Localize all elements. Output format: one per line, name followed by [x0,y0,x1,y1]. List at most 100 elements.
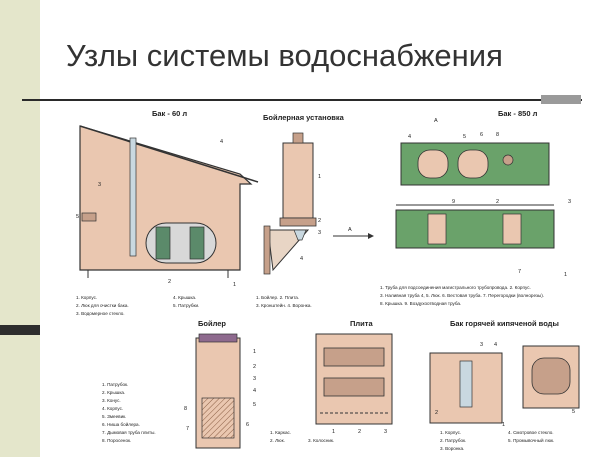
boiler-unit-heading: Бойлерная установка [263,113,345,122]
boiler-unit-num-4: 4 [300,256,303,262]
tank850-baffle-1 [427,213,447,245]
boiler-legend-6: 6. Ниша бойлера. [102,421,140,427]
tank850-baffle-2 [502,213,522,245]
water-supply-diagram: Бак - 60 л 4 3 5 2 1 1. Корпус. 2. Люк д… [76,109,580,451]
tank850-hatch-4 [417,149,449,179]
hot-water-tank-diagram: Бак горячей кипяченой воды 3 4 2 1 5 1. … [429,319,580,451]
tank60-num-2: 2 [168,279,171,285]
left-accent-strip [0,0,40,457]
view-arrow-label: А [348,227,352,233]
tank850-num-5: 5 [463,134,466,140]
tank850-view-label: А [434,118,438,124]
title-divider [22,99,582,101]
boiler-num-7: 7 [186,426,189,432]
tank60-hatch-clamp-left [155,226,171,260]
tank60-gauge-glass [129,137,137,257]
tank850-legend-1: 1. Труба для подсоединения магистральног… [380,285,531,290]
tank850-num-3: 3 [568,199,571,205]
view-arrow-head [368,233,374,239]
stove-num-1: 1 [332,429,335,435]
stove-legend-3: 3. Колосник. [308,438,334,443]
tank60-legend-5: 5. Патрубки. [173,303,199,308]
boiler-unit-boiler [282,142,314,219]
boiler-num-6: 6 [246,422,249,428]
tank60-num-3: 3 [98,182,101,188]
boiler-legend-1: 1. Патрубок. [102,382,128,387]
boiler-unit-num-3: 3 [318,230,321,236]
stove-num-2: 2 [358,429,361,435]
tank850-legend-2: 3. Наливная труба 4, 5. Люк. 6. Вестовая… [380,293,544,298]
boiler-unit-num-2: 2 [318,218,321,224]
stove-heading: Плита [350,319,373,328]
tank60-num-5: 5 [76,214,79,220]
view-arrow: А [333,227,374,239]
slide-title: Узлы системы водоснабжения [66,38,503,73]
tank60-legend-2: 2. Люк для очистки бака. [76,303,129,308]
stove-legend-1: 1. Каркас. [270,430,291,435]
tank60-lid [79,125,259,183]
boiler-legend-4: 4. Корпус. [102,406,123,411]
tank850-num-9: 9 [452,199,455,205]
boiler-diagram: Бойлер 1 2 3 4 5 6 7 8 1. Патрубок. 2. К… [102,319,256,449]
hot-tank-legend-4: 4. Смотровое стекло. [508,430,554,435]
stove-legend-2: 2. Люк. [270,438,285,443]
tank850-vent-pipe [502,154,514,166]
hot-tank-legend-2: 2. Патрубок. [440,438,466,443]
tank850-num-7: 7 [518,269,521,275]
stove-door-lower [323,377,385,397]
hot-tank-legend-3: 3. Воронка. [440,446,464,451]
hot-tank-legend-5: 5. Промывочный люк. [508,437,554,443]
boiler-num-2: 2 [253,364,256,370]
tank850-num-1: 1 [564,272,567,278]
tank850-num-4: 4 [408,134,411,140]
tank-60-diagram: Бак - 60 л 4 3 5 2 1 1. Корпус. 2. Люк д… [76,109,259,316]
tank60-legend-3: 3. Водомерное стекло. [76,311,125,316]
tank60-hatch-clamp-right [189,226,205,260]
tank850-heading: Бак - 850 л [498,109,538,118]
boiler-lid [198,333,238,343]
boiler-legend-7: 7. Дымовая труба плиты. [102,430,156,435]
boiler-legend-3: 3. Конус. [102,398,121,403]
boiler-unit-num-1: 1 [318,174,321,180]
hot-tank-legend-1: 1. Корпус. [440,430,461,435]
tank60-num-1: 1 [233,282,236,288]
stove-num-3: 3 [384,429,387,435]
tank850-side-view [395,209,555,249]
hot-tank-num-1: 1 [502,422,505,428]
boiler-num-4: 4 [253,388,256,394]
tank60-pipe-socket [81,212,97,222]
divider-marker [541,95,581,104]
left-strip-marker [0,325,40,335]
boiler-num-1: 1 [253,349,256,355]
hot-tank-heading: Бак горячей кипяченой воды [450,319,559,328]
hot-tank-num-3: 3 [480,342,483,348]
boiler-legend-5: 5. Змеевик. [102,414,126,419]
boiler-heading: Бойлер [198,319,226,328]
tank850-hatch-5 [457,149,489,179]
tank850-num-2: 2 [496,199,499,205]
boiler-num-3: 3 [253,376,256,382]
boiler-unit-legend-1: 1. Бойлер. 2. Плита. [256,294,299,300]
boiler-unit-legend-2: 3. Кронштейн. 4. Воронка. [256,302,312,308]
tank850-num-8: 8 [496,132,499,138]
boiler-num-8: 8 [184,406,187,412]
hot-tank-sight-glass [459,360,473,408]
boiler-unit-diagram: Бойлерная установка 1 2 3 4 1. Бойлер. 2… [256,113,345,308]
hot-tank-num-4: 4 [494,342,497,348]
boiler-niche [201,397,235,439]
boiler-unit-top-pipe [292,132,304,144]
boiler-legend-8: 8. Поросенок. [102,438,131,443]
tank-850-diagram: Бак - 850 л А 4 5 6 8 9 2 3 7 1 1. Труба… [380,109,571,306]
boiler-unit-plate [279,217,317,227]
hot-tank-num-5: 5 [572,409,575,415]
stove-diagram: Плита 1 2 3 1. Каркас. 2. Люк. 3. Колосн… [270,319,393,443]
hot-tank-num-2: 2 [435,410,438,416]
tank60-num-4: 4 [220,139,223,145]
boiler-unit-wall-plate [263,225,271,275]
tank850-num-6: 6 [480,132,483,138]
boiler-num-5: 5 [253,402,256,408]
tank60-legend-4: 4. Крышка. [173,295,196,300]
boiler-unit-funnel [293,229,307,241]
tank60-legend-1: 1. Корпус. [76,295,97,300]
tank850-legend-3: 8. Крышка. 9. Воздухоотводная труба. [380,301,461,306]
